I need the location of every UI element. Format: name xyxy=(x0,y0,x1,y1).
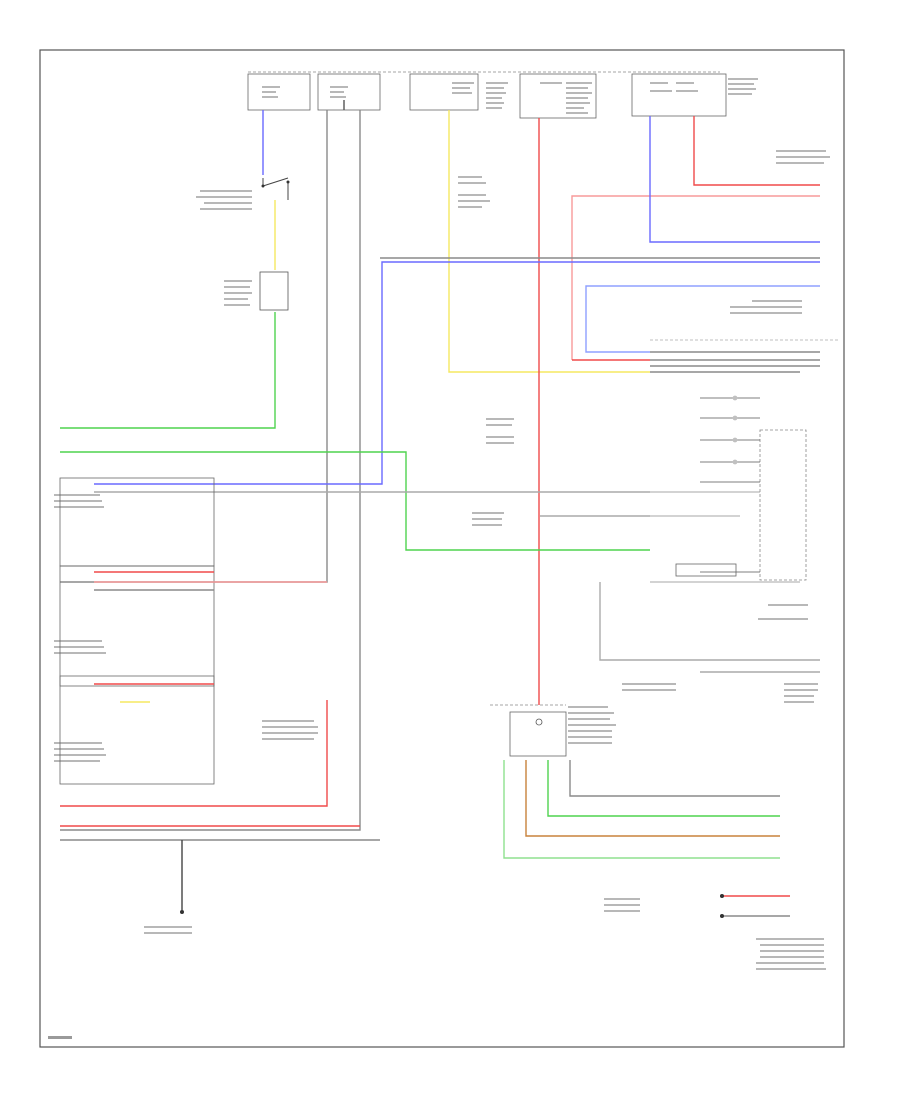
wire-lightgreen-out xyxy=(503,760,780,859)
wire-red-bottom-1 xyxy=(60,700,328,807)
diagram-frame xyxy=(39,49,845,1048)
wire-blue-fuse5 xyxy=(649,116,820,243)
combination-meter xyxy=(650,395,807,583)
wire-green-sensor xyxy=(60,312,276,429)
wire-gray-out xyxy=(569,760,780,797)
wire-gray-fuse2-b xyxy=(60,110,361,831)
wire-brown-out xyxy=(525,760,780,837)
brake-switch xyxy=(261,177,290,200)
connector-bus-lines xyxy=(650,339,840,373)
footer-code-mark xyxy=(48,1036,72,1039)
wire-gray-ret xyxy=(599,582,820,661)
left-components xyxy=(59,477,215,785)
wire-yellow-fuse3 xyxy=(448,110,650,373)
control-unit xyxy=(490,704,567,757)
wire-green-meter xyxy=(60,451,650,551)
sensor-module xyxy=(259,271,289,311)
wire-lightblue-connector xyxy=(585,285,820,353)
wire-blue-long xyxy=(94,261,820,485)
wire-red-fuse5 xyxy=(693,116,820,186)
small-text-marks xyxy=(54,78,830,970)
wire-green-out-1 xyxy=(547,760,780,817)
wire-pink-connector xyxy=(571,195,820,360)
top-power-rail xyxy=(247,71,727,119)
wire-gray-fuse2-a xyxy=(60,110,328,583)
